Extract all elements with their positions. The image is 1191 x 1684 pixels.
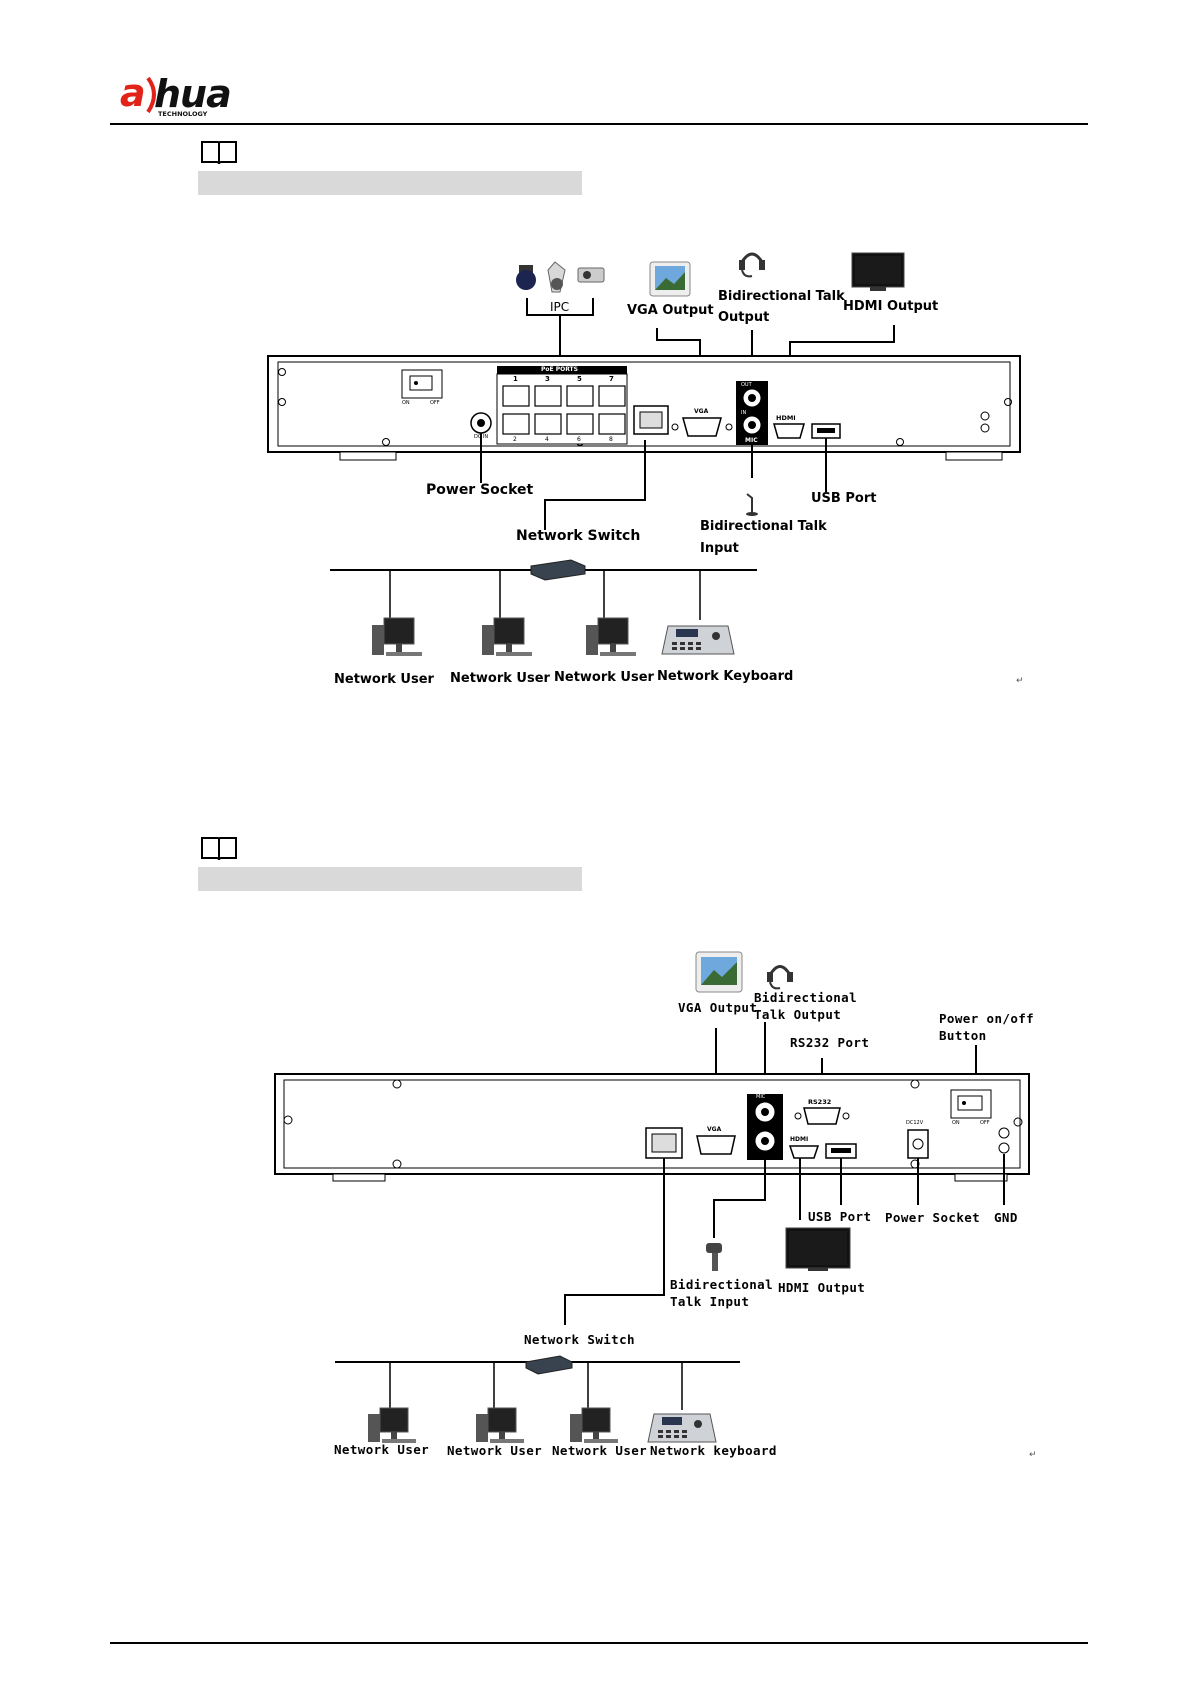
network-user-label-1: Network User <box>334 672 434 687</box>
vga-monitor-icon-2 <box>695 951 743 993</box>
logo-subtext: TECHNOLOGY <box>158 110 208 118</box>
power-button-label-line1: Power on/off <box>939 1011 1035 1026</box>
talk-input-label-2-line2: Talk Input <box>670 1294 750 1309</box>
network-user-pc-icon-5 <box>476 1407 524 1443</box>
port-bottom-8: 8 <box>609 436 613 443</box>
rs232-port-callout: RS232 Port <box>790 1035 870 1050</box>
hdmi-tv-icon <box>851 252 905 291</box>
microphone-icon-2 <box>706 1243 722 1271</box>
switch-off-label: OFF <box>430 400 440 406</box>
network-user-label-6: Network User <box>552 1443 648 1458</box>
talk-output-label-2-line1: Bidirectional <box>754 990 858 1005</box>
vga-port-label-2: VGA <box>707 1126 722 1133</box>
network-switch-label: Network Switch <box>516 528 641 544</box>
network-keyboard-label-2: Network keyboard <box>650 1443 777 1458</box>
network-keyboard-icon <box>661 625 735 655</box>
network-switch-label-2: Network Switch <box>524 1332 635 1347</box>
gnd-label: GND <box>994 1210 1018 1225</box>
network-user-label-3: Network User <box>554 670 654 685</box>
ipc-label: IPC <box>550 300 570 314</box>
logo-wordmark: hua <box>154 72 232 116</box>
footer-rule <box>110 1642 1088 1644</box>
switch-on-label-2: ON <box>952 1120 960 1126</box>
connection-diagram-1: PoE PORTS 1 3 5 7 2 4 6 8 ON OFF DC IN V… <box>0 0 1191 700</box>
hdmi-tv-icon-2 <box>785 1227 851 1271</box>
network-user-label-5: Network User <box>447 1443 543 1458</box>
network-switch-icon <box>530 559 586 581</box>
port-top-3: 3 <box>545 375 550 383</box>
note-book-icon <box>200 138 238 170</box>
usb-port-label: USB Port <box>811 491 877 506</box>
network-keyboard-label: Network Keyboard <box>657 669 794 684</box>
vga-port-label: VGA <box>694 408 709 415</box>
mic-label: MIC <box>745 437 758 444</box>
network-switch-icon-2 <box>525 1355 573 1375</box>
dc12v-label: DC12V <box>906 1120 924 1126</box>
hdmi-port-label-2: HDMI <box>790 1136 809 1143</box>
port-top-7: 7 <box>609 375 614 383</box>
rs232-port-label: RS232 <box>808 1098 832 1106</box>
port-top-1: 1 <box>513 375 518 383</box>
microphone-icon <box>746 493 758 516</box>
network-user-pc-icon-3 <box>586 617 636 656</box>
ipc-cameras-icon <box>516 261 605 293</box>
network-user-label-4: Network User <box>334 1442 430 1457</box>
power-socket-label-2: Power Socket <box>885 1210 981 1225</box>
network-user-pc-icon-6 <box>570 1407 618 1443</box>
talk-input-label-2-line1: Bidirectional <box>670 1277 774 1292</box>
headset-icon <box>739 252 765 278</box>
usb-port-label-2: USB Port <box>808 1209 872 1224</box>
talk-input-label-line1: Bidirectional Talk <box>700 519 827 534</box>
dahua-logo-graphic: a <box>120 71 156 115</box>
power-socket-label: Power Socket <box>426 482 534 498</box>
switch-off-label-2: OFF <box>980 1120 990 1126</box>
port-top-5: 5 <box>577 375 582 383</box>
power-button-label-line2: Button <box>939 1028 987 1043</box>
vga-monitor-icon <box>649 261 691 297</box>
hdmi-output-label: HDMI Output <box>843 299 939 314</box>
network-keyboard-icon-2 <box>647 1413 717 1443</box>
return-mark-2: ↵ <box>1029 1450 1037 1460</box>
audio-in-label: IN <box>741 410 747 416</box>
hdmi-port-label: HDMI <box>776 414 796 422</box>
poe-ports-label: PoE PORTS <box>541 366 578 373</box>
network-user-pc-icon-2 <box>482 617 532 656</box>
port-bottom-4: 4 <box>545 436 549 443</box>
vga-output-label: VGA Output <box>627 303 714 318</box>
headset-icon-2 <box>767 965 793 990</box>
network-user-label-2: Network User <box>450 671 550 686</box>
dc-in-label: DC IN <box>474 434 489 440</box>
network-user-pc-icon-1 <box>372 617 422 656</box>
talk-output-label-line2: Output <box>718 310 770 325</box>
switch-on-label: ON <box>402 400 410 406</box>
return-mark-1: ↵ <box>1016 676 1024 686</box>
svg-text:a: a <box>120 72 146 115</box>
hdmi-output-label-2: HDMI Output <box>778 1280 866 1295</box>
talk-output-label-2-line2: Talk Output <box>754 1007 842 1022</box>
mic-label-2: MIC <box>756 1094 766 1100</box>
talk-input-label-line2: Input <box>700 541 739 556</box>
header-rule <box>110 123 1088 125</box>
note-shading-bar <box>198 171 582 195</box>
company-logo: a alhua hua TECHNOLOGY <box>120 71 260 118</box>
nvr-rear-panel-1 <box>267 355 1021 461</box>
nvr-rear-panel-2 <box>274 1073 1030 1182</box>
audio-out-label: OUT <box>741 382 752 388</box>
port-bottom-6: 6 <box>577 436 581 443</box>
note-book-icon-2 <box>200 834 238 866</box>
connection-diagram-2: VGA RS232 MIC HDMI ON OFF DC12V VGA Outp… <box>0 900 1191 1470</box>
talk-output-label-line1: Bidirectional Talk <box>718 289 845 304</box>
port-bottom-2: 2 <box>513 436 517 443</box>
note-shading-bar-2 <box>198 867 582 891</box>
network-user-pc-icon-4 <box>368 1407 416 1443</box>
vga-output-label-2: VGA Output <box>678 1000 758 1015</box>
